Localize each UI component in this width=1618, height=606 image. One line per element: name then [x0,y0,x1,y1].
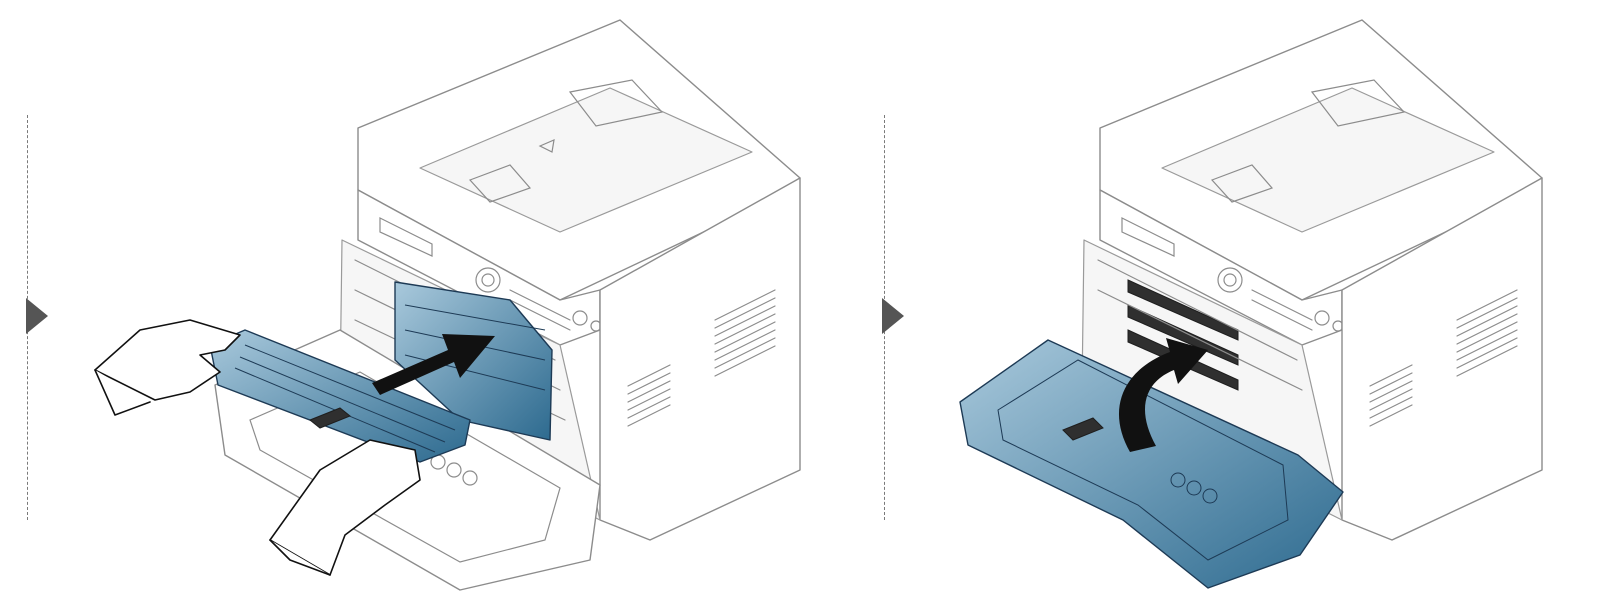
step-2-marker-icon [882,298,904,334]
printer-body [1081,19,1543,541]
toner-cartridge [209,329,471,463]
close-cover-arrow-icon [1118,338,1208,452]
step-1-marker-icon [26,298,48,334]
step-1-illustration [94,19,801,591]
step-2-illustration [959,19,1543,589]
front-cover [959,339,1344,589]
insert-arrow-icon [372,334,495,395]
hands [94,319,421,576]
